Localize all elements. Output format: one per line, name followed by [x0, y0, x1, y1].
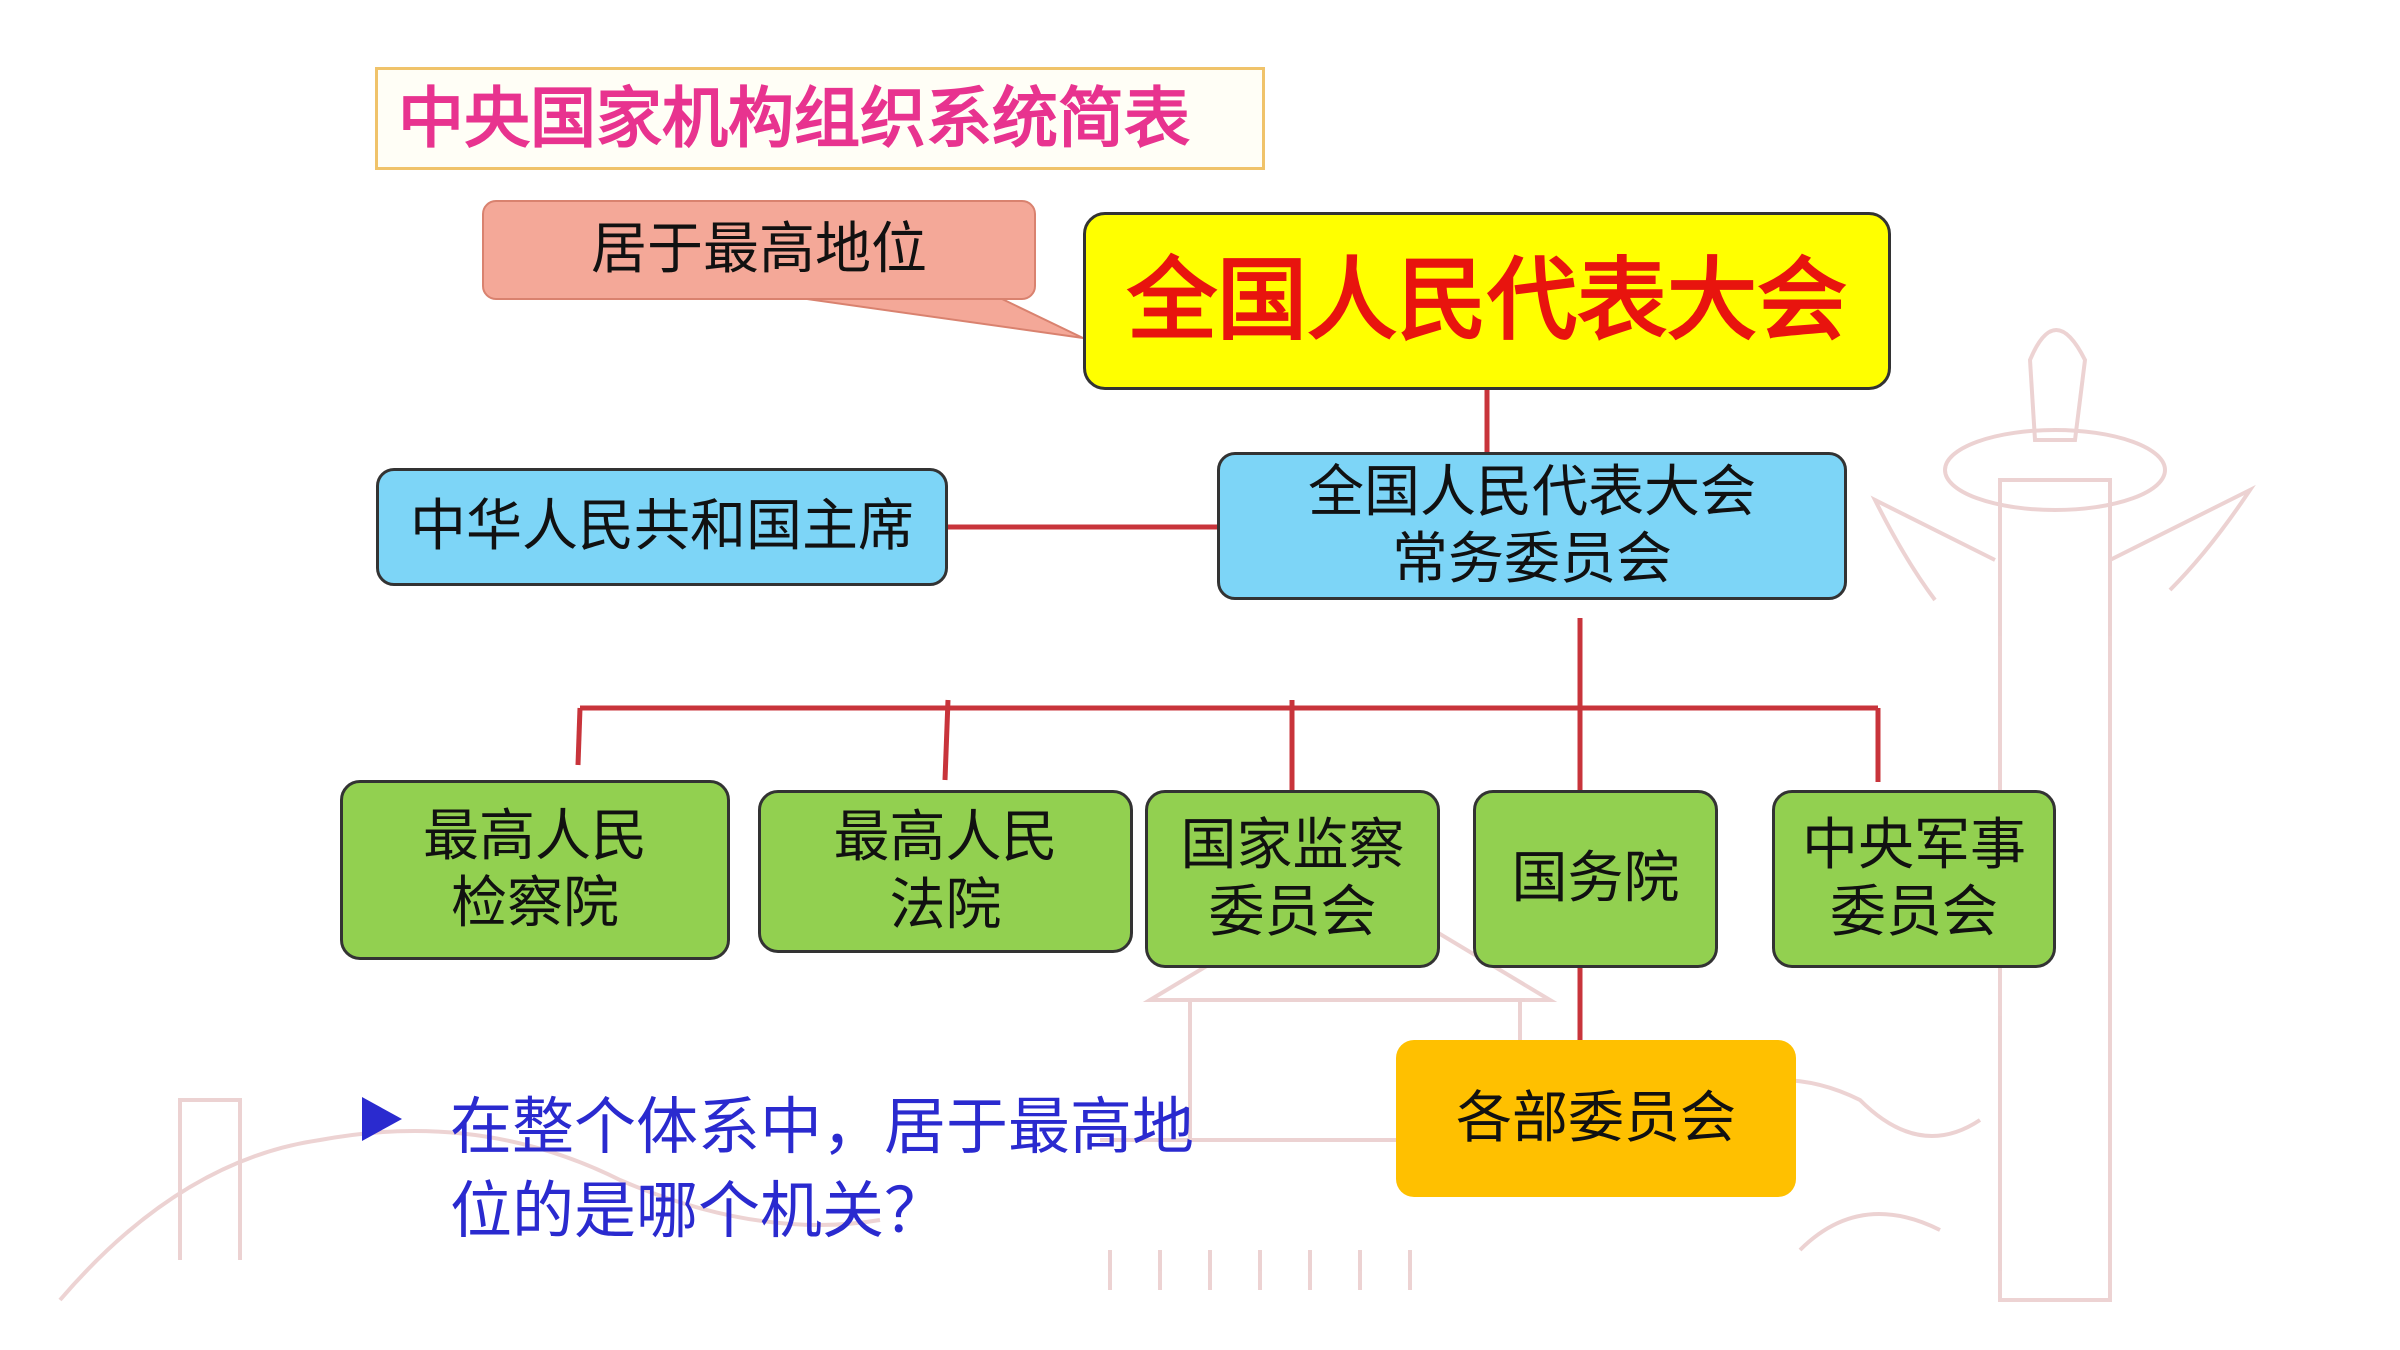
procuratorate-line-2: 检察院: [451, 871, 619, 936]
node-president: 中华人民共和国主席: [376, 468, 948, 586]
court-line-1: 最高人民: [833, 805, 1058, 871]
diagram-title: 中央国家机构组织系统简表: [375, 67, 1265, 170]
procuratorate-line-1: 最高人民: [423, 803, 647, 869]
node-state-council: 国务院: [1473, 790, 1718, 968]
node-military-commission: 中央军事 委员会: [1772, 790, 2056, 968]
node-supervision-commission: 国家监察 委员会: [1145, 790, 1440, 968]
line-to-court: [942, 699, 951, 781]
arrow-bullet-icon: [362, 1097, 402, 1141]
question-block: 在整个体系中，居于最高地 位的是哪个机关？: [362, 1085, 1322, 1252]
node-npc: 全国人民代表大会: [1083, 212, 1891, 390]
question-line-1: 在整个体系中，居于最高地: [450, 1090, 1195, 1163]
line-to-procuratorate: [575, 707, 583, 766]
callout-pointer: [799, 297, 1084, 339]
standing-line-1: 全国人民代表大会: [1308, 459, 1756, 525]
military-line-2: 委员会: [1830, 880, 1998, 945]
court-line-2: 法院: [889, 872, 1002, 938]
node-ministries: 各部委员会: [1396, 1040, 1796, 1197]
supervision-line-1: 国家监察: [1180, 812, 1405, 878]
node-procuratorate: 最高人民 检察院: [340, 780, 730, 960]
question-text: 在整个体系中，居于最高地 位的是哪个机关？: [450, 1085, 1322, 1252]
standing-line-2: 常务委员会: [1392, 527, 1672, 592]
supervision-line-2: 委员会: [1208, 880, 1377, 945]
callout-highest-status: 居于最高地位: [482, 200, 1036, 300]
node-standing-committee: 全国人民代表大会 常务委员会: [1217, 452, 1847, 600]
military-line-1: 中央军事: [1802, 812, 2026, 878]
state-council-label: 国务院: [1511, 846, 1680, 912]
node-supreme-court: 最高人民 法院: [758, 790, 1133, 953]
question-line-2: 位的是哪个机关？: [450, 1173, 947, 1247]
